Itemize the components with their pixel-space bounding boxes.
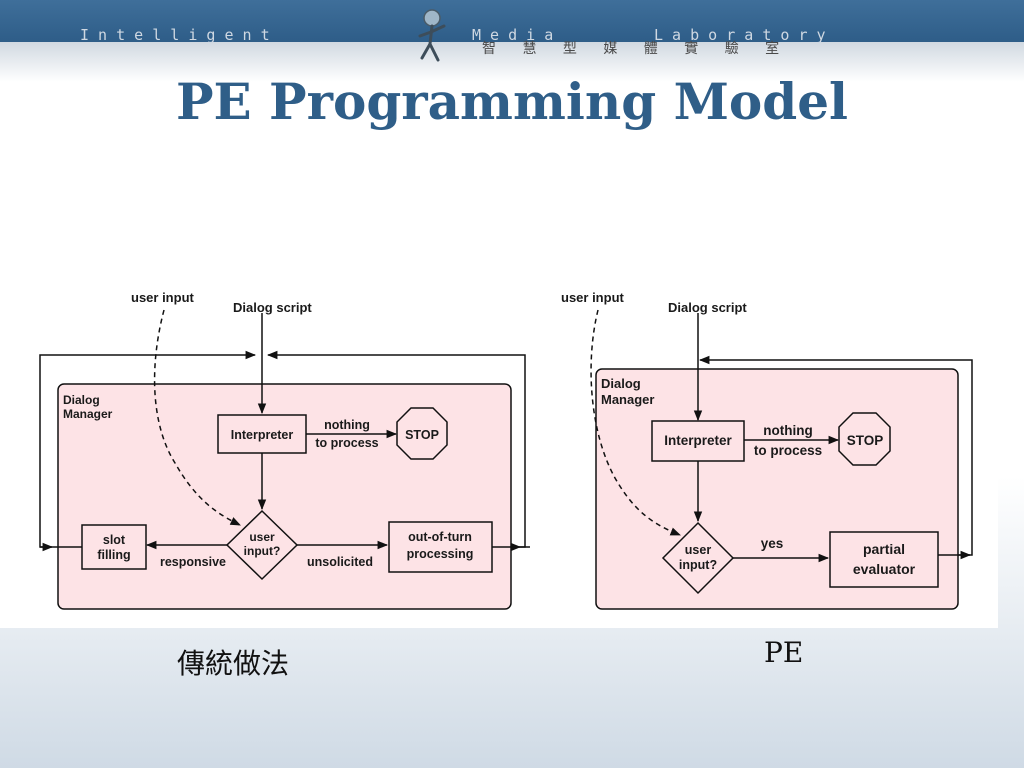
pe-stop-octagon — [838, 412, 891, 466]
lab-name-english: I n t e l l i g e n t — [80, 26, 270, 44]
left-decision-label-1: user — [249, 530, 275, 544]
left-dialog-script-label: Dialog script — [233, 300, 312, 315]
diagram-panel: user input Dialog script Dialog Manager … — [0, 263, 998, 628]
right-dm-label-1: Dialog — [601, 376, 641, 391]
out-of-turn-label-1: out-of-turn — [408, 530, 472, 544]
partial-label-1: partial — [863, 541, 905, 557]
caption-traditional: 傳統做法 — [177, 647, 290, 680]
partial-label-2: evaluator — [853, 561, 916, 577]
slot-filling-box — [81, 524, 147, 570]
left-stop-label: STOP — [405, 428, 439, 442]
slide-title: PE Programming Model — [175, 72, 849, 131]
right-nothing-label-1: nothing — [763, 423, 812, 438]
right-decision-label-1: user — [685, 543, 712, 557]
right-dialog-script-label: Dialog script — [668, 300, 747, 315]
right-stop-label: STOP — [847, 433, 884, 448]
pe-decision-diamond — [661, 521, 735, 595]
diagrams-svg: user input Dialog script Dialog Manager … — [39, 290, 973, 610]
left-user-input-label: user input — [131, 290, 195, 305]
right-user-input-label: user input — [561, 290, 625, 305]
right-interpreter-label: Interpreter — [664, 433, 732, 448]
left-interpreter-label: Interpreter — [231, 428, 294, 442]
slot-label-1: slot — [103, 533, 126, 547]
traditional-diagram — [39, 309, 530, 610]
left-dm-label-2: Manager — [63, 407, 113, 421]
header-banner-shadow — [0, 42, 1024, 82]
pe-diagram — [590, 309, 973, 610]
left-decision-label-2: input? — [244, 544, 281, 558]
partial-evaluator-box — [829, 531, 939, 588]
user-input-dashed-arrow — [153, 309, 241, 526]
decision-diamond — [225, 509, 299, 581]
lab-name-chinese: 智 慧 型 媒 體 實 驗 室 — [482, 41, 780, 57]
lab-name-english-3: L a b o r a t o r y — [654, 26, 826, 44]
header-banner — [0, 0, 1024, 42]
right-dm-label-2: Manager — [601, 392, 654, 407]
right-nothing-label-2: to process — [754, 443, 822, 458]
stop-octagon — [396, 407, 448, 460]
out-of-turn-box — [388, 521, 493, 573]
left-dm-label-1: Dialog — [63, 393, 100, 407]
right-decision-label-2: input? — [679, 558, 717, 572]
responsive-label: responsive — [160, 555, 226, 569]
out-of-turn-label-2: processing — [407, 547, 474, 561]
left-nothing-label-2: to process — [315, 436, 378, 450]
unsolicited-label: unsolicited — [307, 555, 373, 569]
caption-pe: PE — [764, 636, 804, 669]
left-nothing-label-1: nothing — [324, 418, 370, 432]
lab-mascot-logo — [418, 9, 446, 62]
yes-label: yes — [761, 536, 784, 551]
lab-name-english-2: M e d i a — [472, 26, 554, 44]
slot-label-2: filling — [97, 548, 130, 562]
